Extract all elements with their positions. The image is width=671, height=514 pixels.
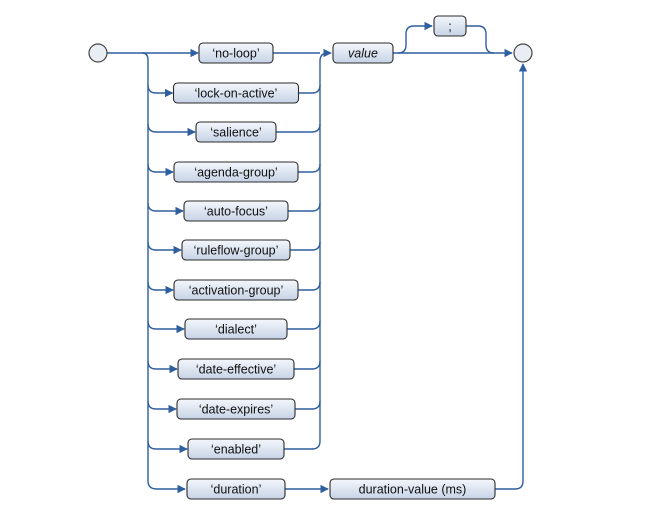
attribute-box-date-effective: ‘date-effective’ [177,358,295,380]
syntax-nodes [88,43,533,63]
attribute-box-dialect-label: ‘dialect’ [215,323,257,337]
wire-in-ruleflow-group [147,241,182,255]
attribute-box-lock-on-active: ‘lock-on-active’ [172,82,300,104]
wire-in-salience [147,123,196,137]
attribute-box-activation-group: ‘activation-group’ [173,279,299,301]
wire-out-salience [276,123,321,133]
semicolon-branch-out [466,25,495,54]
wire-out-lock-on-active [298,84,321,94]
right-rail [319,52,329,441]
attribute-box-ruleflow-group: ‘ruleflow-group’ [181,239,291,261]
duration-box-frame [186,478,286,500]
wire-in-date-expires [147,400,177,414]
wire-out-activation-group [298,281,321,291]
attribute-box-activation-group-label: ‘activation-group’ [189,284,284,298]
wire-in-lock-on-active [147,84,174,98]
attribute-box-auto-focus-frame [183,200,289,222]
wire-out-date-effective [294,360,321,370]
attribute-box-enabled: ‘enabled’ [187,438,285,460]
wire-in-auto-focus [147,202,184,216]
attribute-box-no-loop-frame [198,42,274,64]
attribute-box-salience-label: ‘salience’ [210,126,261,140]
attribute-box-date-effective-label: ‘date-effective’ [196,363,276,377]
attribute-box-enabled-frame [187,438,285,460]
value-box-frame [332,42,394,64]
wire-out-date-expires [295,400,321,410]
wire-out-agenda-group [298,163,321,173]
attribute-box-dialect: ‘dialect’ [184,318,288,340]
duration-box: ‘duration’ [186,478,286,500]
duration-box-label: ‘duration’ [211,483,262,497]
attribute-box-auto-focus-label: ‘auto-focus’ [204,205,268,219]
start-node [88,43,108,63]
attribute-box-date-expires: ‘date-expires’ [176,398,296,420]
attribute-box-lock-on-active-label: ‘lock-on-active’ [195,87,278,101]
end-node [513,43,533,63]
left-rail [141,52,158,490]
attribute-box-auto-focus: ‘auto-focus’ [183,200,289,222]
attribute-box-agenda-group-label: ‘agenda-group’ [194,166,277,180]
wire-in-agenda-group [147,163,174,177]
attribute-box-dialect-frame [184,318,288,340]
duration-to-end [495,63,528,490]
wire-out-dialect [287,320,321,330]
attribute-box-date-expires-frame [176,398,296,420]
attribute-box-agenda-group: ‘agenda-group’ [173,161,299,183]
wire-in-enabled [147,440,188,454]
attribute-box-agenda-group-frame [173,161,299,183]
attribute-box-salience-frame [195,121,277,143]
wire-out-ruleflow-group [290,241,321,251]
wire-out-auto-focus [288,202,321,212]
duration-value-box: duration-value (ms) [329,478,496,500]
attribute-box-activation-group-frame [173,279,299,301]
attribute-box-ruleflow-group-label: ‘ruleflow-group’ [194,244,279,258]
attribute-box-no-loop: ‘no-loop’ [198,42,274,64]
wire-in-activation-group [147,281,174,295]
value-box-label: value [348,47,378,61]
attribute-box-salience: ‘salience’ [195,121,277,143]
terminal-boxes: ‘no-loop’ ‘lock-on-active’ ‘salience’ ‘agen… [172,15,496,500]
duration-value-box-label: duration-value (ms) [359,483,467,497]
connector-lines [107,21,528,494]
wire-out-enabled [284,440,321,450]
semicolon-branch-in [397,21,433,54]
semicolon-box: ; [433,15,467,37]
attribute-box-no-loop-label: ‘no-loop’ [212,47,259,61]
value-box: value [332,42,394,64]
attribute-box-date-expires-label: ‘date-expires’ [199,403,273,417]
semicolon-box-frame [433,15,467,37]
attribute-box-ruleflow-group-frame [181,239,291,261]
wire-in-date-effective [147,360,178,374]
duration-value-box-frame [329,478,496,500]
attribute-box-lock-on-active-frame [172,82,300,104]
semicolon-box-label: ; [448,20,451,34]
attribute-box-enabled-label: ‘enabled’ [211,443,261,457]
attribute-box-date-effective-frame [177,358,295,380]
wire-in-dialect [147,320,185,334]
